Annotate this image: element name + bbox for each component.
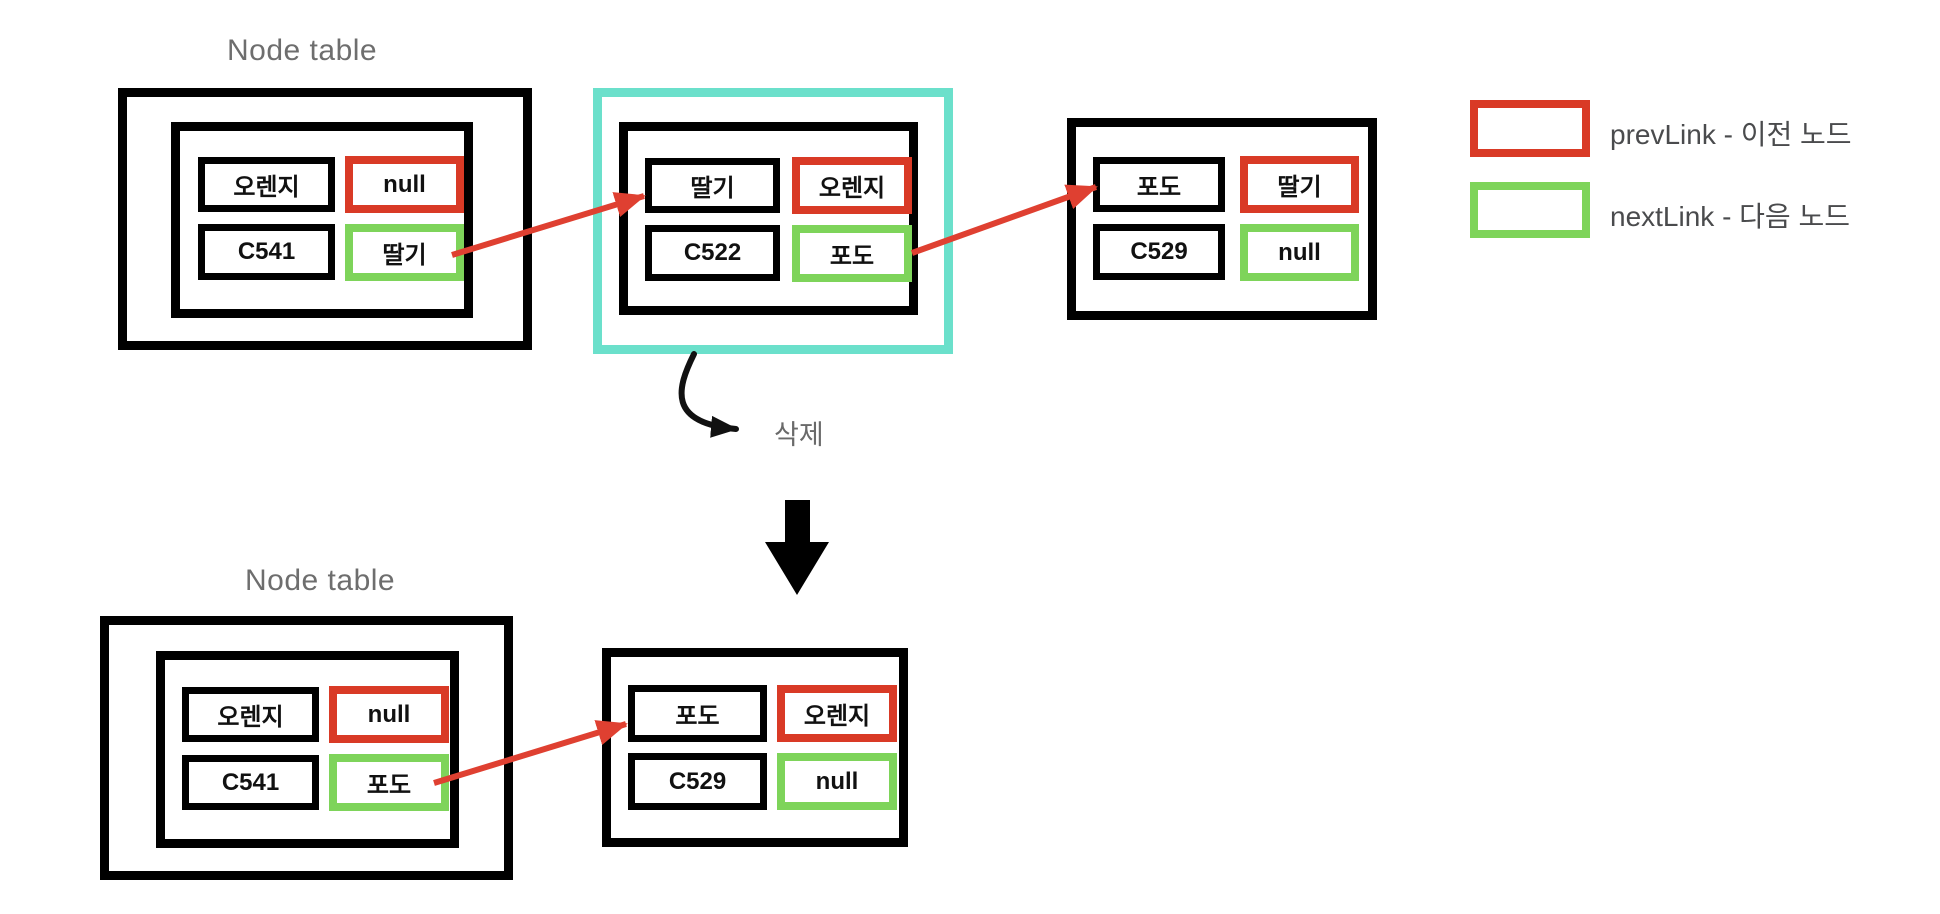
before-node-grape-box: 포도 딸기 C529 null xyxy=(1067,118,1377,320)
delete-annotation-label: 삭제 xyxy=(774,420,824,450)
after-node-grape-address-cell: C529 xyxy=(628,753,767,810)
after-node-orange-nextlink-cell: 포도 xyxy=(329,754,449,811)
before-node-strawberry-highlight-outline: 딸기 오렌지 C522 포도 xyxy=(593,88,953,354)
after-node-grape-nextlink-cell: null xyxy=(777,753,897,810)
delete-curved-arrow xyxy=(678,351,739,438)
before-node-strawberry-prevlink-cell: 오렌지 xyxy=(792,157,912,214)
legend-nextlink-label: nextLink - 다음 노드 xyxy=(1610,201,1850,232)
before-node-grape-prevlink-cell: 딸기 xyxy=(1240,156,1359,213)
before-node-grape-value-cell: 포도 xyxy=(1093,157,1225,212)
before-node-orange-value-cell: 오렌지 xyxy=(198,157,335,212)
before-node-strawberry-nextlink-cell: 포도 xyxy=(792,225,912,282)
before-node-grape-nextlink-cell: null xyxy=(1240,224,1359,281)
after-node-orange-prevlink-cell: null xyxy=(329,686,449,743)
node-table-title-before: Node table xyxy=(227,34,378,67)
node-table-title-after: Node table xyxy=(245,564,396,597)
before-node-orange-inner-box: 오렌지 null C541 딸기 xyxy=(171,122,473,318)
before-node-orange-address-cell: C541 xyxy=(198,224,335,280)
before-node-orange-outer-box: 오렌지 null C541 딸기 xyxy=(118,88,532,350)
legend-prevlink-swatch xyxy=(1470,100,1590,157)
before-node-strawberry-inner-box: 딸기 오렌지 C522 포도 xyxy=(619,122,918,315)
after-node-orange-address-cell: C541 xyxy=(182,755,319,810)
before-node-strawberry-value-cell: 딸기 xyxy=(645,158,780,213)
before-node-orange-nextlink-cell: 딸기 xyxy=(345,224,464,281)
after-node-grape-box: 포도 오렌지 C529 null xyxy=(602,648,908,847)
before-node-strawberry-address-cell: C522 xyxy=(645,225,780,281)
after-node-grape-prevlink-cell: 오렌지 xyxy=(777,685,897,742)
transition-down-arrow-icon xyxy=(765,500,829,595)
legend-nextlink-swatch xyxy=(1470,182,1590,238)
after-node-orange-inner-box: 오렌지 null C541 포도 xyxy=(156,651,459,848)
before-node-grape-address-cell: C529 xyxy=(1093,224,1225,280)
after-node-orange-outer-box: 오렌지 null C541 포도 xyxy=(100,616,513,880)
legend-prevlink-label: prevLink - 이전 노드 xyxy=(1610,119,1852,150)
before-node-orange-prevlink-cell: null xyxy=(345,156,464,213)
after-node-orange-value-cell: 오렌지 xyxy=(182,687,319,742)
after-node-grape-value-cell: 포도 xyxy=(628,685,767,742)
